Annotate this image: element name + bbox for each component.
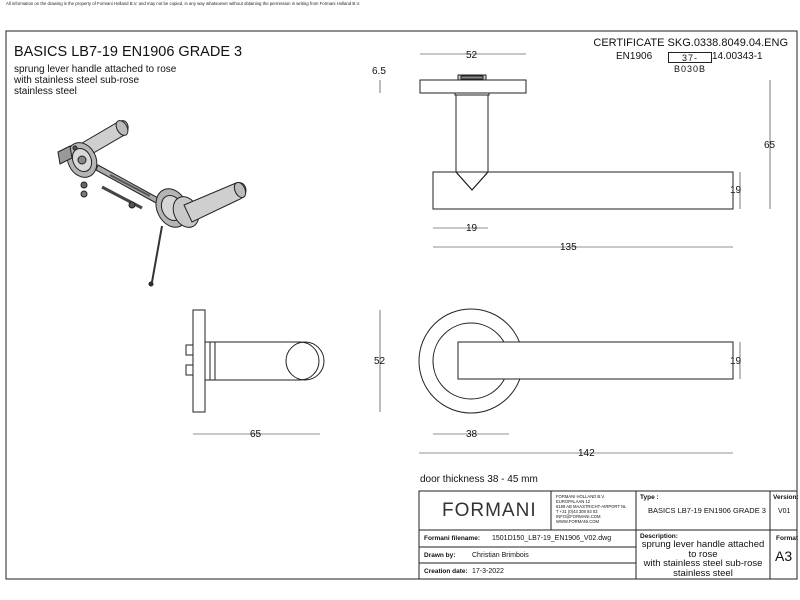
creation-date-value: 17-3-2022 (472, 568, 504, 575)
dim-front-offset: 38 (466, 429, 478, 440)
description-block: sprung lever handle attached to rose wit… (641, 539, 765, 579)
drawn-by-value: Christian Brimbois (472, 552, 529, 559)
dim-front-lever-height: 19 (730, 356, 742, 367)
drawing-frame (5, 30, 798, 580)
dim-lever-height: 19 (730, 185, 742, 196)
description-label: Description: (640, 533, 678, 540)
version-label: Version: (773, 494, 799, 501)
certificate-code-boxes: 37-B030B (668, 52, 712, 74)
dim-lever-length: 135 (560, 242, 577, 253)
format-value: A3 (775, 548, 793, 564)
dim-rose-width: 52 (466, 50, 478, 61)
brand-logo: FORMANI (442, 500, 537, 521)
dim-rose-thickness: 6.5 (372, 66, 386, 77)
format-label: Format (776, 535, 799, 542)
filename-value: 1501D150_LB7-19_EN1906_V02.dwg (492, 535, 612, 542)
front-view (418, 308, 741, 454)
isometric-view (57, 120, 247, 287)
drawing-title: BASICS LB7-19 EN1906 GRADE 3 (14, 44, 243, 60)
dim-side-projection: 65 (250, 429, 262, 440)
description-line: stainless steel (14, 86, 77, 97)
dim-lever-stub: 19 (466, 223, 478, 234)
top-view (379, 53, 771, 248)
drawn-by-label: Drawn by: (424, 552, 456, 559)
dim-side-rose: 52 (374, 356, 386, 367)
type-value: BASICS LB7-19 EN1906 GRADE 3 (648, 506, 766, 515)
certificate-number: 14.00343-1 (712, 51, 763, 62)
certificate-standard: EN1906 (616, 51, 653, 62)
creation-date-label: Creation date: (424, 568, 468, 575)
filename-label: Formani filename: (424, 535, 480, 542)
dim-front-length: 142 (578, 448, 595, 459)
type-label: Type : (640, 494, 659, 501)
description-line: with stainless steel sub-rose (14, 75, 140, 86)
door-thickness: door thickness 38 - 45 mm (420, 474, 538, 485)
title-block-grid (418, 490, 798, 580)
side-view (185, 309, 381, 435)
description-line: sprung lever handle attached to rose (14, 64, 177, 75)
certificate-label: CERTIFICATE SKG.0338.8049.04.ENG (593, 37, 788, 49)
dim-projection: 65 (764, 140, 776, 151)
disclaimer-text: All information on the drawing is the pr… (6, 1, 361, 6)
version-value: V01 (778, 508, 791, 515)
company-address: FORMANI HOLLAND B.V. EUROPALAAN 12 6199 … (556, 494, 627, 524)
